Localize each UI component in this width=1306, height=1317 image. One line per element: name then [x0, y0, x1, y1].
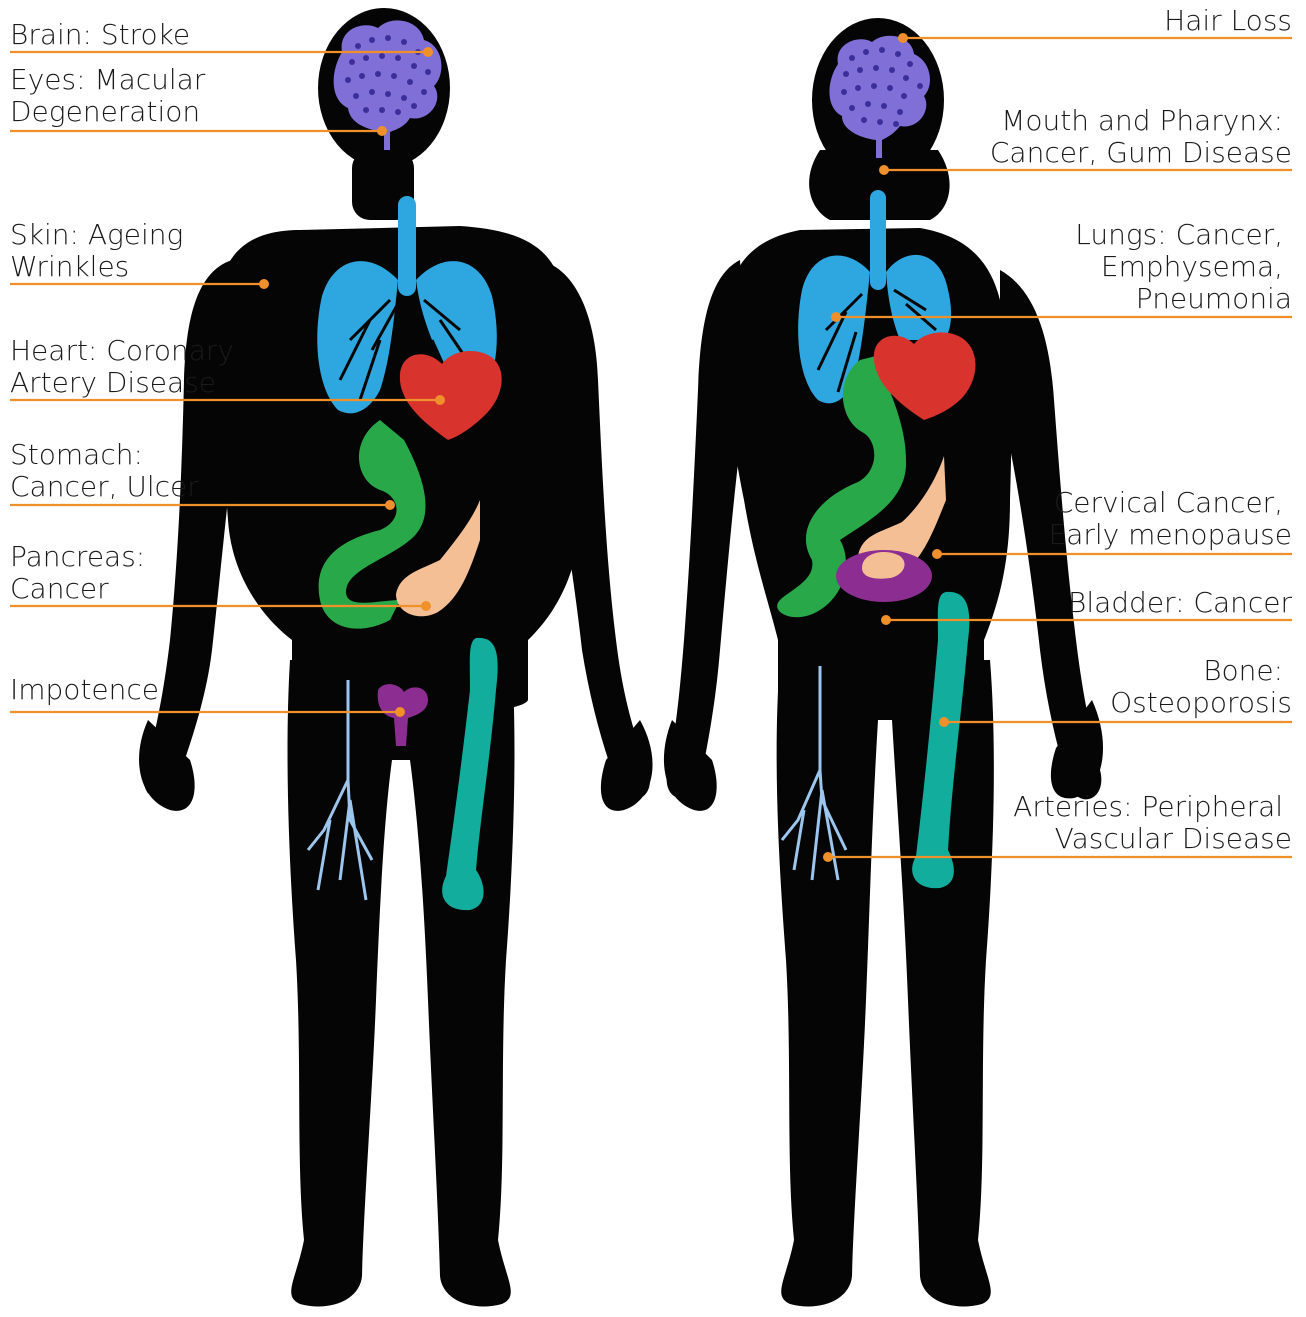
label-lungs: Lungs: Cancer, Emphysema, Pneumonia	[1075, 218, 1292, 315]
label-hair: Hair Loss	[1164, 4, 1292, 37]
label-heart: Heart: Coronary Artery Disease	[10, 334, 243, 399]
dot-heart	[435, 395, 445, 405]
female-figure	[664, 18, 1292, 1306]
label-skin: Skin: Ageing Wrinkles	[10, 218, 192, 283]
label-brain: Brain: Stroke	[10, 18, 190, 51]
dot-mouth	[879, 165, 889, 175]
dot-bladder	[881, 615, 891, 625]
label-impotence: Impotence	[10, 673, 159, 706]
dot-pancreas	[421, 601, 431, 611]
dot-hair	[898, 33, 908, 43]
dot-brain	[423, 47, 433, 57]
dot-eyes	[377, 126, 387, 136]
dot-arteries	[823, 852, 833, 862]
label-eyes: Eyes: Macular Degeneration	[10, 63, 214, 128]
dot-skin	[259, 279, 269, 289]
dot-bone	[939, 717, 949, 727]
dot-cervical	[932, 549, 942, 559]
label-bone: Bone: Osteoporosis	[1110, 654, 1292, 719]
label-mouth: Mouth and Pharynx: Cancer, Gum Disease	[990, 104, 1292, 169]
dot-lungs	[831, 312, 841, 322]
label-cervical: Cervical Cancer, Early menopause	[1049, 486, 1292, 551]
label-arteries: Arteries: Peripheral Vascular Disease	[1013, 790, 1292, 855]
dot-impotence	[395, 707, 405, 717]
label-stomach: Stomach: Cancer, Ulcer	[10, 438, 199, 503]
label-pancreas: Pancreas: Cancer	[10, 540, 154, 605]
male-silhouette	[139, 8, 652, 1306]
label-bladder: Bladder: Cancer	[1068, 586, 1292, 619]
dot-stomach	[385, 500, 395, 510]
male-figure	[10, 8, 653, 1306]
